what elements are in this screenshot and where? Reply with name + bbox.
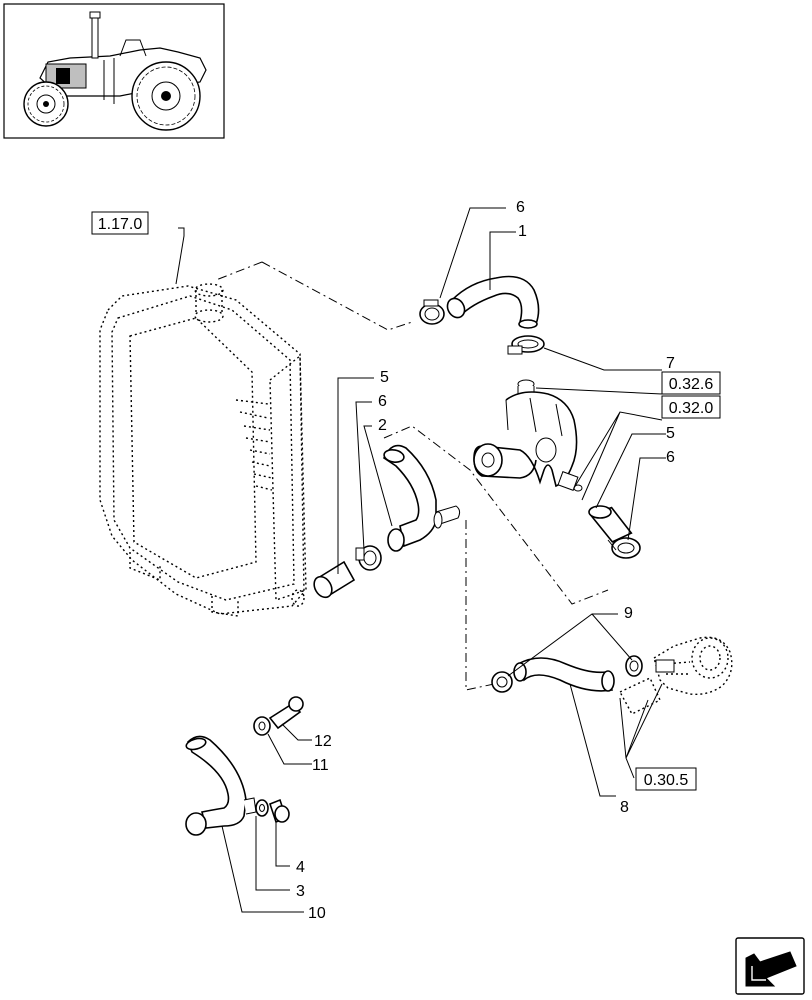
short-hose-middle — [313, 560, 356, 599]
ref-label-pump: 0.32.0 — [669, 400, 714, 417]
hose-clamp-upper — [419, 299, 445, 325]
callout-numbers: 6 1 7 5 6 5 6 2 9 8 12 11 4 3 10 — [296, 199, 675, 922]
centerline-upper — [261, 261, 413, 331]
pump-hose — [588, 505, 633, 543]
ref-box-pump-top[interactable]: 0.32.6 — [661, 371, 721, 395]
ref-box-radiator[interactable]: 1.17.0 — [91, 211, 149, 235]
ref-label-pump-top: 0.32.6 — [669, 376, 714, 393]
centerline-pump — [383, 425, 609, 605]
radiator — [99, 283, 307, 617]
callout-8: 8 — [620, 799, 629, 816]
callout-6-pump: 6 — [666, 449, 675, 466]
callout-9: 9 — [624, 605, 633, 622]
callout-11: 11 — [312, 757, 329, 774]
hose-clamp-lower-left — [491, 671, 513, 693]
callout-10: 10 — [308, 905, 326, 922]
callout-5-middle: 5 — [380, 369, 389, 386]
callout-2: 2 — [378, 417, 387, 434]
callout-3: 3 — [296, 883, 305, 900]
bolt-washer-top — [253, 696, 304, 736]
hose-clamp-middle — [355, 545, 382, 571]
callout-1: 1 — [518, 223, 527, 240]
callout-6-middle: 6 — [378, 393, 387, 410]
elbow-pipe — [185, 735, 257, 836]
banjo-bolt — [269, 798, 290, 824]
ref-box-pump[interactable]: 0.32.0 — [661, 395, 721, 419]
centerline-radiator — [215, 261, 263, 281]
callout-6-upper: 6 — [516, 199, 525, 216]
hose-clamp-lower-right — [625, 655, 643, 677]
callout-5-pump: 5 — [666, 425, 675, 442]
callout-12: 12 — [314, 733, 332, 750]
hose-clamp-pump — [507, 335, 545, 355]
lower-hose — [513, 657, 615, 692]
outlet-pipe — [382, 444, 461, 552]
ref-label-thermostat: 0.30.5 — [644, 772, 689, 789]
water-pump — [473, 379, 583, 492]
tractor-thumbnail-icon[interactable] — [3, 3, 225, 139]
centerline-lower — [465, 520, 495, 691]
ref-label-radiator: 1.17.0 — [98, 216, 143, 233]
leader-lines — [175, 207, 666, 913]
next-page-arrow-icon[interactable] — [735, 937, 805, 995]
hose-clamp-pump-lower — [607, 537, 641, 559]
upper-hose — [446, 275, 540, 329]
sealing-washer — [255, 799, 269, 817]
ref-box-thermostat[interactable]: 0.30.5 — [635, 767, 697, 791]
thermostat-housing — [619, 636, 733, 715]
callout-7: 7 — [666, 355, 675, 372]
callout-4: 4 — [296, 859, 305, 876]
